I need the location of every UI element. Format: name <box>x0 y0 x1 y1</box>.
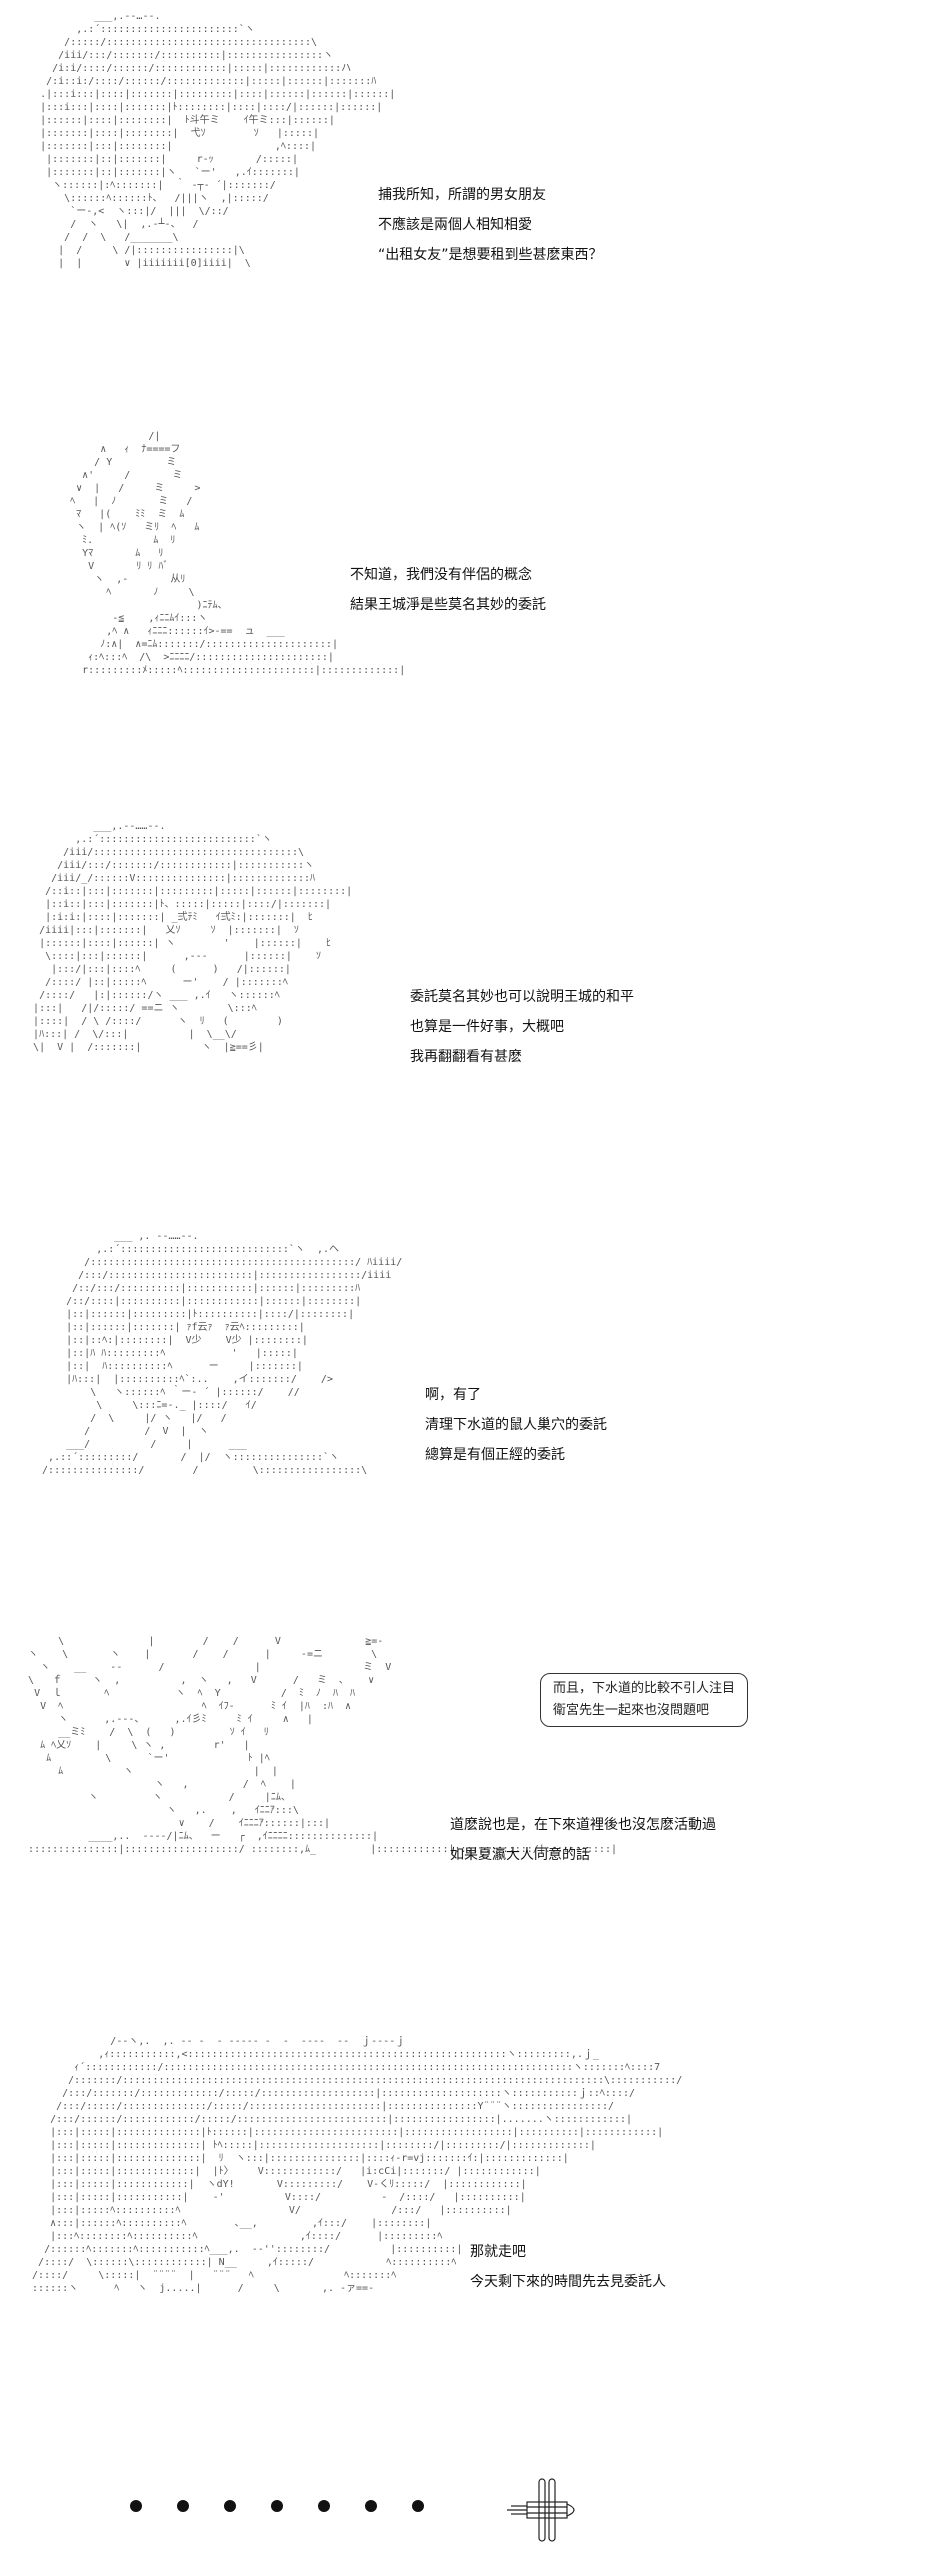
dialogue-line: 清理下水道的鼠人巢穴的委託 <box>425 1417 607 1433</box>
panel-6: /‐‐ヽ,. ,. ‐‐ ‐ ‐ ‐‐‐‐‐ ‐ ‐ ‐‐‐‐ ‐‐ ｊ‐‐‐‐… <box>0 2025 950 2445</box>
dot <box>365 2500 377 2512</box>
dot <box>130 2500 142 2512</box>
dialogue-line: 如果夏瀛大人同意的話 <box>450 1847 590 1863</box>
panel-2: /| ∧ ｨ ﾅ====フ / Y ミ ∧' / ミ ∨ | / ミ > ﾍ |… <box>0 420 950 800</box>
dialogue-line: 不應該是兩個人相知相愛 <box>378 217 532 233</box>
panel-3: ___,.-‐……‐-. ,.:´:::::::::::::::::::::::… <box>0 810 950 1210</box>
dialogue: 道麽說也是，在下來道裡後也沒怎麽活動過 如果夏瀛大人同意的話 <box>450 1810 716 1870</box>
dialogue-line: 道麽說也是，在下來道裡後也沒怎麽活動過 <box>450 1817 716 1833</box>
dialogue-line: “出租女友”是想要租到些甚麽東西？ <box>378 247 603 263</box>
dot <box>412 2500 424 2512</box>
ascii-art-figure: /| ∧ ｨ ﾅ====フ / Y ミ ∧' / ミ ∨ | / ミ > ﾍ |… <box>70 431 406 676</box>
dialogue-line: 結果王城淨是些莫名其妙的委託 <box>350 597 546 613</box>
sword-icon <box>507 2478 575 2542</box>
dialogue: 啊，有了 清理下水道的鼠人巢穴的委託 總算是有個正經的委託 <box>425 1380 607 1470</box>
dialogue-line: 我再翻翻看有甚麽 <box>410 1049 522 1065</box>
ascii-art-figure: /‐‐ヽ,. ,. ‐‐ ‐ ‐ ‐‐‐‐‐ ‐ ‐ ‐‐‐‐ ‐‐ ｊ‐‐‐‐… <box>32 2036 683 2294</box>
ascii-art-figure: ___,.-‐…‐-. ,.:´:::::::::::::::::::::::`… <box>40 11 396 269</box>
speech-bubble: 而且，下水道的比較不引人注目 衛宮先生一起來也沒問題吧 <box>540 1673 749 1727</box>
dot <box>271 2500 283 2512</box>
dialogue: 那就走吧 今天剩下來的時間先去見委託人 <box>470 2237 666 2297</box>
dialogue-line: 委託莫名其妙也可以說明王城的和平 <box>410 989 634 1005</box>
dot <box>318 2500 330 2512</box>
dialogue-line: 捕我所知，所謂的男女朋友 <box>378 187 546 203</box>
dot <box>224 2500 236 2512</box>
dialogue: 委託莫名其妙也可以說明王城的和平 也算是一件好事，大概吧 我再翻翻看有甚麽 <box>410 982 634 1072</box>
dialogue-line: 那就走吧 <box>470 2244 526 2260</box>
bubble-line: 而且，下水道的比較不引人注目 <box>553 1681 736 1696</box>
dialogue: 捕我所知，所謂的男女朋友 不應該是兩個人相知相愛 “出租女友”是想要租到些甚麽東… <box>378 180 603 270</box>
ellipsis-dots <box>130 2500 424 2512</box>
dialogue-line: 不知道，我們没有伴侶的概念 <box>350 567 532 583</box>
dot <box>177 2500 189 2512</box>
dialogue-line: 啊，有了 <box>425 1387 481 1403</box>
ascii-art-figure: \ | / / V ≧=- ヽ \ ヽ | / / | -=ニ \ ヽ __ -… <box>28 1636 618 1855</box>
dialogue-line: 總算是有個正經的委託 <box>425 1447 565 1463</box>
ascii-art-figure: ___ ,. -‐……‐-. ,.:´:::::::::::::::::::::… <box>42 1231 403 1476</box>
panel-4: ___ ,. -‐……‐-. ,.:´:::::::::::::::::::::… <box>0 1220 950 1620</box>
panel-5: \ | / / V ≧=- ヽ \ ヽ | / / | -=ニ \ ヽ __ -… <box>0 1635 950 2015</box>
dialogue-line: 今天剩下來的時間先去見委託人 <box>470 2274 666 2290</box>
panel-1: ___,.-‐…‐-. ,.:´:::::::::::::::::::::::`… <box>0 0 950 400</box>
dialogue: 不知道，我們没有伴侶的概念 結果王城淨是些莫名其妙的委託 <box>350 560 546 620</box>
ascii-art-figure: ___,.-‐……‐-. ,.:´:::::::::::::::::::::::… <box>33 821 353 1053</box>
dialogue-line: 也算是一件好事，大概吧 <box>410 1019 564 1035</box>
bubble-line: 衛宮先生一起來也沒問題吧 <box>553 1703 710 1718</box>
